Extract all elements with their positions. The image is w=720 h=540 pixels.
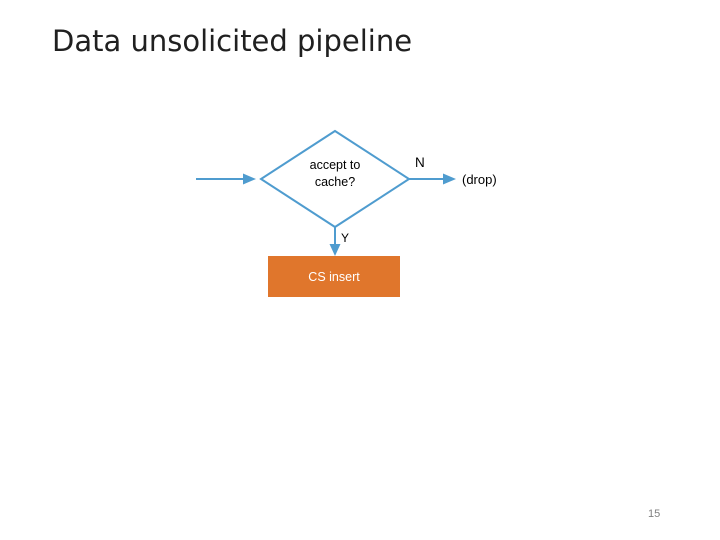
yes-branch-label: Y: [341, 231, 350, 245]
process-box-cs-insert: CS insert: [268, 256, 400, 297]
incoming-arrow: [196, 173, 256, 185]
no-branch-arrow: [409, 173, 456, 185]
decision-label-line2: cache?: [314, 175, 356, 189]
yes-branch-arrow: [329, 227, 341, 256]
page-number: 15: [648, 508, 661, 520]
page-title: Data unsolicited pipeline: [52, 24, 413, 58]
drop-label: (drop): [462, 172, 497, 187]
decision-label: accept to cache?: [279, 157, 391, 191]
process-box-label: CS insert: [308, 269, 360, 284]
decision-label-line1: accept to: [309, 158, 361, 172]
no-branch-label: N: [415, 155, 425, 170]
